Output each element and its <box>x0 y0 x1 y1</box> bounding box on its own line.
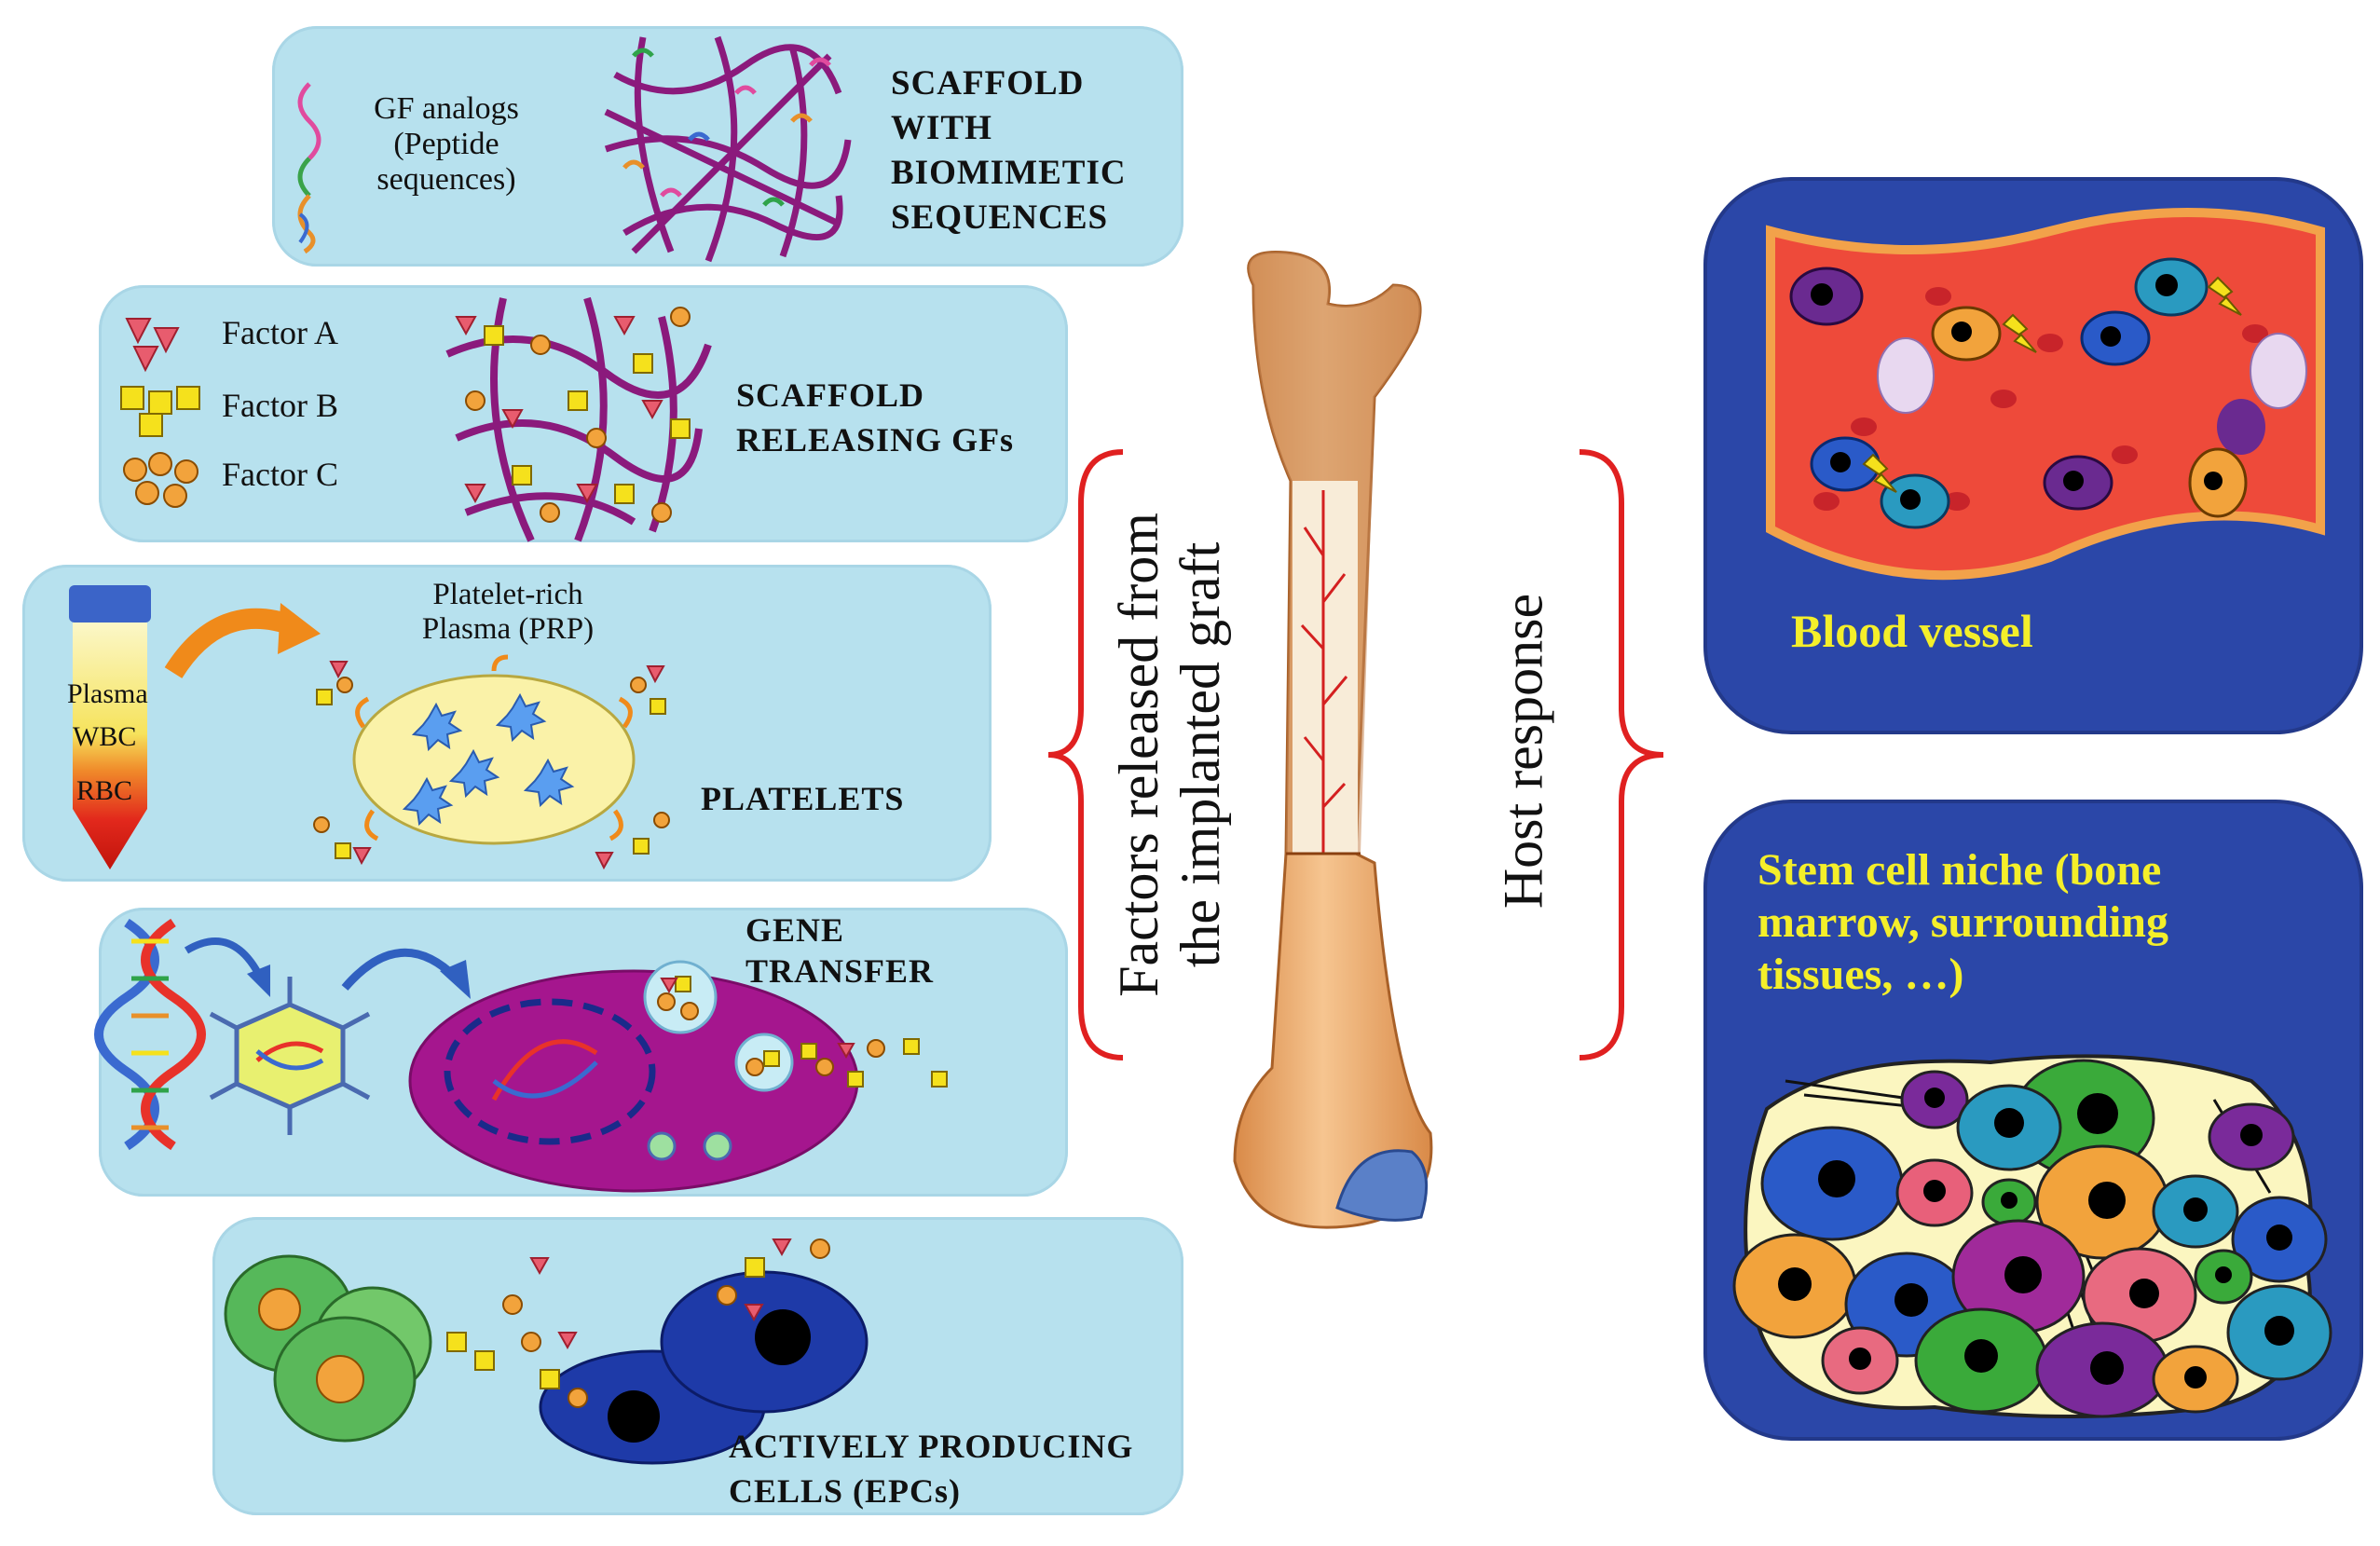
rbc-label: RBC <box>76 775 133 806</box>
factor-a-label: Factor A <box>222 314 338 351</box>
factor-c-label: Factor C <box>222 456 338 493</box>
dna-helix-icon <box>94 918 206 1151</box>
left-brace <box>1047 449 1124 1060</box>
blood-tube-icon <box>69 585 151 869</box>
gf-releasing-scaffold-mesh <box>445 296 712 542</box>
factor-a-icon <box>125 318 180 373</box>
platelet-ellipse <box>313 654 670 870</box>
host-response-label: Host response <box>1492 593 1554 910</box>
arrow-icon-2 <box>341 948 471 999</box>
biomimetic-scaffold-mesh <box>604 35 852 263</box>
plasma-label: Plasma <box>67 678 148 709</box>
peptide-sequence-icon <box>297 82 321 254</box>
viral-vector-icon <box>209 977 371 1135</box>
orange-arrow-icon <box>164 603 321 678</box>
factor-c-icon <box>123 452 198 508</box>
platelets-title: PLATELETS <box>701 780 905 817</box>
factor-b-icon <box>120 386 200 437</box>
stem-cell-niche-illustration <box>1732 1054 2332 1418</box>
transfected-cell <box>408 960 948 1193</box>
blood-vessel-illustration <box>1766 194 2325 581</box>
epc-cells <box>224 1238 869 1465</box>
right-brace <box>1579 449 1664 1060</box>
factor-b-label: Factor B <box>222 387 338 424</box>
arrow-icon-1 <box>184 937 270 997</box>
wbc-label: WBC <box>73 721 137 752</box>
blood-vessel-label: Blood vessel <box>1791 605 2033 657</box>
femur-bone <box>1233 250 1433 1229</box>
